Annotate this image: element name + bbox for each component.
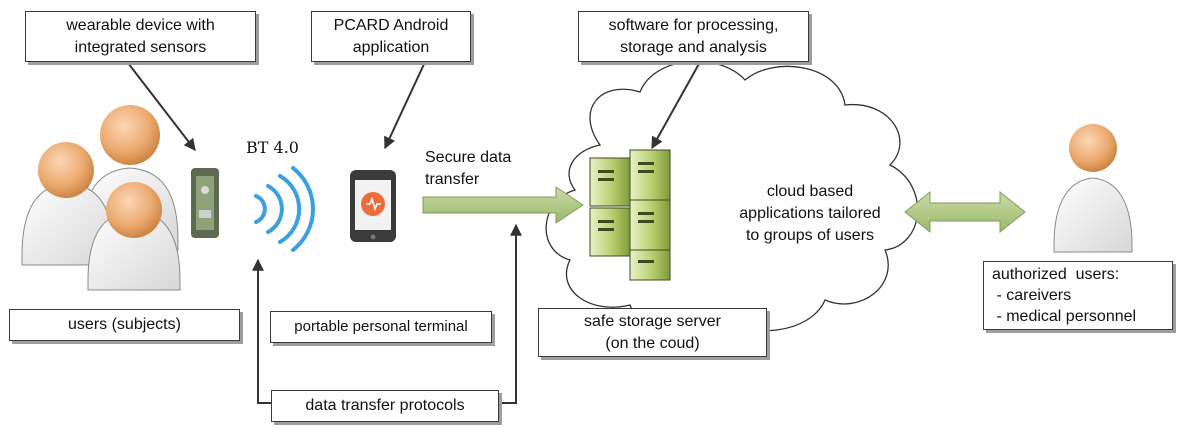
cloud-line-3: to groups of users — [745, 227, 875, 244]
storage-box: safe storage server (on the coud) — [538, 308, 767, 357]
bidirectional-arrow — [904, 190, 1026, 234]
authorized-line-3: - medical personnel — [992, 308, 1137, 325]
terminal-box: portable personal terminal — [270, 311, 492, 343]
wearable-line-2: integrated sensors — [74, 38, 207, 56]
protocols-box: data transfer protocols — [271, 390, 499, 422]
server-icon — [589, 149, 671, 281]
android-app-box: PCARD Android application — [311, 11, 471, 62]
authorized-users-box: authorized users: - careivers - medical … — [983, 261, 1173, 330]
secure-line-1: Secure data — [425, 149, 512, 166]
software-line-1: software for processing, — [608, 16, 779, 34]
person-icon — [87, 182, 181, 291]
person-icon — [21, 142, 115, 266]
terminal-label: portable personal terminal — [294, 318, 468, 335]
cloud-line-2: applications tailored — [739, 205, 881, 222]
android-line-1: PCARD Android — [333, 16, 449, 34]
wearable-line-1: wearable device with — [66, 16, 215, 34]
secure-transfer-label: Secure data transfer — [425, 147, 511, 191]
data-transfer-arrow — [422, 186, 584, 224]
smartphone-icon — [350, 170, 396, 242]
cloud-line-1: cloud based — [766, 183, 854, 200]
sensor-device-icon — [191, 168, 219, 238]
pointer-arrow-wearable — [127, 62, 196, 151]
users-group-icon — [21, 105, 181, 291]
cloud-applications-label: cloud based applications tailored to gro… — [700, 181, 920, 247]
android-line-2: application — [352, 38, 430, 56]
pointer-arrow-protocols-bt — [252, 258, 271, 404]
bt-label: BT 4.0 — [246, 138, 299, 157]
software-box: software for processing, storage and ana… — [578, 11, 809, 62]
pointer-arrow-protocols-transfer — [499, 223, 522, 404]
storage-line-1: safe storage server — [584, 312, 721, 330]
users-box: users (subjects) — [9, 309, 240, 341]
bluetooth-wave-icon — [254, 166, 316, 252]
wearable-device-box: wearable device with integrated sensors — [25, 11, 256, 62]
pointer-arrow-android — [384, 61, 426, 150]
software-line-2: storage and analysis — [620, 38, 767, 56]
secure-line-2: transfer — [425, 171, 480, 188]
protocols-label: data transfer protocols — [305, 397, 465, 414]
person-icon — [1053, 124, 1133, 253]
users-label: users (subjects) — [68, 316, 181, 333]
pointer-arrow-software — [651, 61, 701, 150]
authorized-line-2: - careivers — [992, 287, 1072, 304]
storage-line-2: (on the coud) — [605, 334, 700, 352]
authorized-line-1: authorized users: — [992, 266, 1120, 283]
